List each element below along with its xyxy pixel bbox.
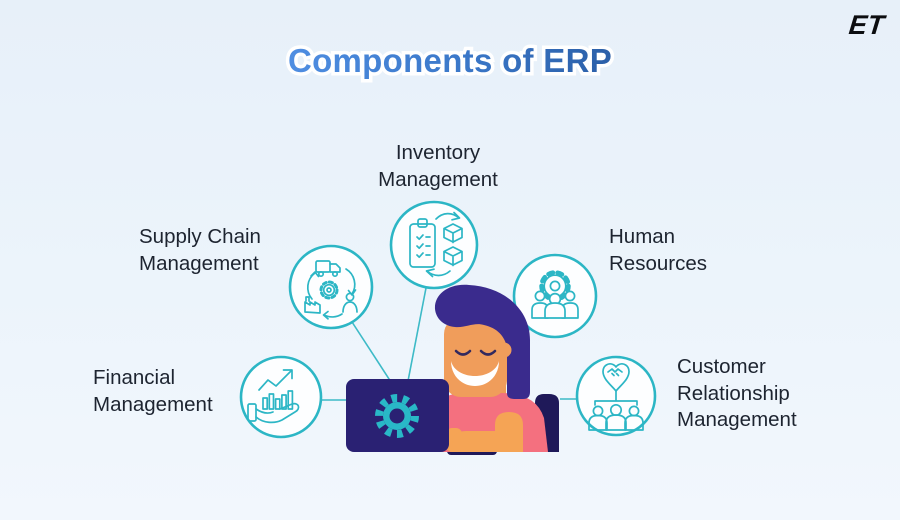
label-customer-relationship-management: Customer Relationship Management — [677, 355, 797, 432]
connector-supply-chain — [351, 321, 392, 383]
finance-hand-growth-chart-icon — [247, 369, 300, 424]
forearm — [452, 412, 523, 452]
supply-chain-truck-factory-cycle-icon — [304, 260, 358, 320]
ear — [496, 342, 512, 358]
page-title: Components of ERP Components of ERP — [0, 39, 900, 83]
left-eye — [454, 349, 472, 356]
page-title-outline: Components of ERP — [284, 39, 615, 83]
smile — [451, 361, 499, 386]
right-eye — [479, 349, 497, 356]
inventory-clipboard-boxes-cycle-icon — [409, 211, 463, 278]
person-at-laptop — [346, 284, 559, 455]
label-supply-chain-management: Supply Chain Management — [139, 225, 261, 275]
hr-gear-team-icon — [531, 270, 579, 319]
connector-inventory — [407, 287, 427, 382]
crm-heart-handshake-orgchart-icon — [588, 363, 644, 431]
label-financial-management: Financial Management — [93, 366, 213, 416]
page-title-text: Components of ERP — [287, 42, 613, 79]
laptop-gear-icon — [375, 394, 419, 438]
hair — [434, 284, 530, 399]
label-inventory-management: Inventory Management — [378, 141, 498, 191]
label-human-resources: Human Resources — [609, 225, 707, 275]
supply-chain-circle — [288, 244, 374, 330]
financial-circle — [239, 355, 323, 439]
